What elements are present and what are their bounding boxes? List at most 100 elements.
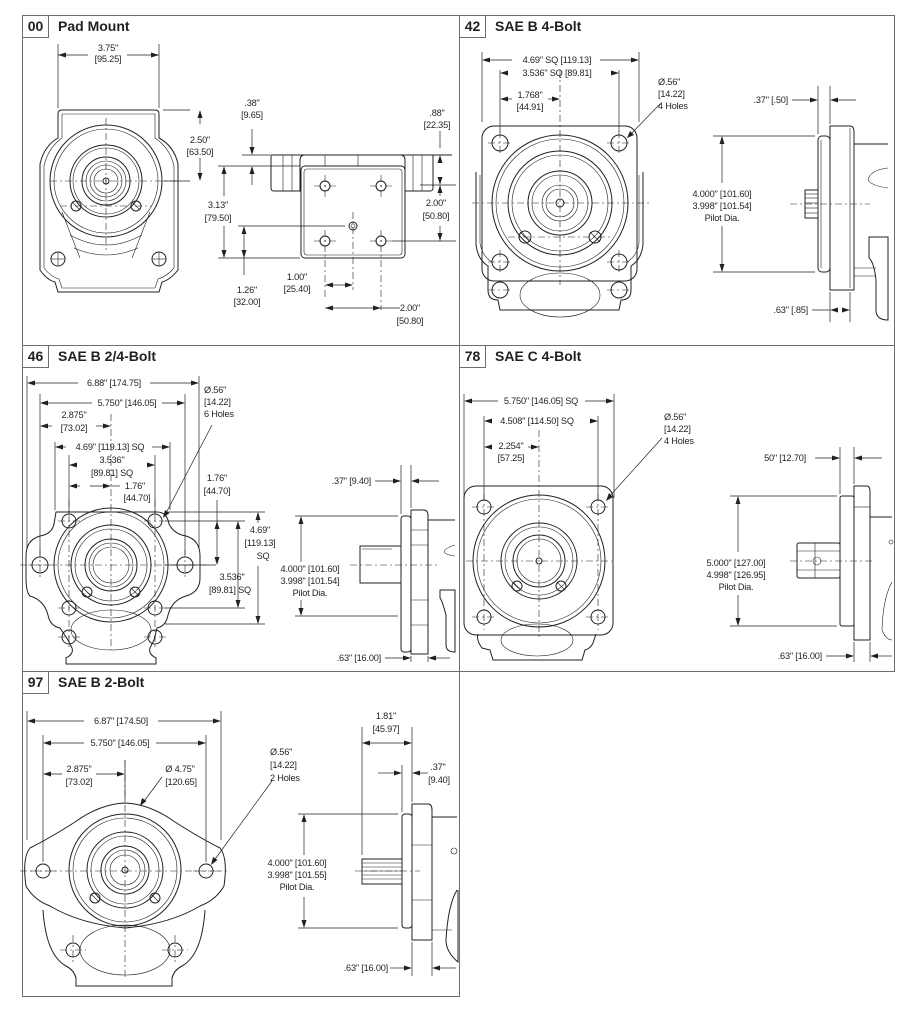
frame-col-divider <box>459 15 461 997</box>
dim-hole-vspacing-mm: [50.80] <box>423 211 450 221</box>
dim-pilot-max: 4.000" [101.60] <box>692 189 751 199</box>
dim-pilot-label: Pilot Dia. <box>293 588 328 598</box>
dim-pilot-max: 5.000" [127.00] <box>706 558 765 568</box>
dim-overall: 6.87" [174.50] <box>94 716 148 726</box>
dim-flange-thk: .63" [16.00] <box>337 653 381 663</box>
hole-callout-count: 4 Holes <box>664 436 694 446</box>
dim-pilot-min: 3.998" [101.54] <box>692 201 751 211</box>
hole-callout-count: 6 Holes <box>204 409 234 419</box>
sae-b-2-4-bolt-front-dims <box>26 376 265 625</box>
pad-mount-side-view <box>270 154 452 310</box>
dim-overall: 6.88" [174.75] <box>87 378 141 388</box>
hole-callout-dia: Ø.56" <box>664 412 686 422</box>
sae-b-4-bolt-front-dims <box>481 52 661 138</box>
sae-b-4-bolt-side-view <box>790 125 889 321</box>
sae-b-2-bolt-side-view <box>355 803 459 964</box>
frame-left <box>22 15 24 997</box>
spline-shaft <box>804 189 819 219</box>
dim-half-bolt-in: 2.254" <box>498 441 523 451</box>
sae-b-2-bolt-front-dims <box>26 711 273 865</box>
dim-hole-hspacing-mm: [50.80] <box>397 316 424 326</box>
hole-callout-dia: Ø.56" <box>658 77 680 87</box>
hole-callout-mm: [14.22] <box>270 760 297 770</box>
panel-title: Pad Mount <box>58 18 130 34</box>
dim-half-sq-in: 1.76" <box>125 481 145 491</box>
panel-sae-b-2-4-bolt: 46 SAE B 2/4-Bolt <box>22 345 460 672</box>
dim-v-bolt-mm: [89.81] SQ <box>209 585 251 595</box>
dim-half-two-bolt-mm: [73.02] <box>66 777 93 787</box>
dim-half-bolt-mm: [44.91] <box>517 102 544 112</box>
dim-center-offset-mm: [32.00] <box>234 297 261 307</box>
dim-half-bolt-in: 1.768" <box>517 90 542 100</box>
dim-flange-dia-mm: [120.65] <box>165 777 197 787</box>
hole-callout-mm: [14.22] <box>658 89 685 99</box>
dim-bolt-sq: 4.508" [114.50] SQ <box>500 416 574 426</box>
dim-half-spacing-in: 1.00" <box>287 272 307 282</box>
dim-width-in: 3.75" <box>98 43 118 53</box>
dim-pilot-max: 4.000" [101.60] <box>267 858 326 868</box>
hole-callout-dia: Ø.56" <box>270 747 292 757</box>
dim-half-sq-mm: [44.70] <box>124 493 151 503</box>
dim-v-half-in: 1.76" <box>207 473 227 483</box>
frame-row1-divider <box>22 345 895 347</box>
pad-mount-front-dims <box>57 44 203 182</box>
panel-title: SAE B 2/4-Bolt <box>58 348 157 364</box>
hole-callout-count: 2 Holes <box>270 773 300 783</box>
panel-title: SAE B 2-Bolt <box>58 674 145 690</box>
dim-total-height-in: 3.13" <box>208 200 228 210</box>
dim-pad-offset-in: .38" <box>244 98 259 108</box>
panel-title: SAE C 4-Bolt <box>495 348 582 364</box>
sae-c-4-bolt-side-dims <box>730 447 892 662</box>
sae-b-4-bolt-front-view <box>472 70 650 318</box>
dim-pilot-label: Pilot Dia. <box>705 213 740 223</box>
hole-callout-mm: [14.22] <box>664 424 691 434</box>
sae-b-2-4-bolt-side-dims <box>295 465 450 662</box>
dim-flange-thk: .63" [.85] <box>774 305 808 315</box>
dim-pad-depth-in: .88" <box>429 108 444 118</box>
dim-height-in: 2.50" <box>190 135 210 145</box>
dim-outer-sq: 4.69" [119.13] SQ <box>76 442 145 452</box>
dim-pilot-label: Pilot Dia. <box>280 882 315 892</box>
dim-v-outer-sq: SQ <box>257 551 270 561</box>
dim-pilot-label: Pilot Dia. <box>719 582 754 592</box>
sae-c-4-bolt-side-view <box>790 485 894 641</box>
sae-c-4-bolt-front-dims <box>463 394 663 501</box>
hole-callout-mm: [14.22] <box>204 397 231 407</box>
dim-total-height-mm: [79.50] <box>205 213 232 223</box>
panel-code: 78 <box>459 345 486 368</box>
panel-code: 42 <box>459 15 486 38</box>
dim-pilot-depth: .37" [9.40] <box>332 476 371 486</box>
dim-pilot-min: 3.998" [101.55] <box>267 870 326 880</box>
dim-bolt-sq-in: 3.536" <box>99 455 124 465</box>
dim-height-mm: [63.50] <box>187 147 214 157</box>
dim-flange-dia-in: Ø 4.75" <box>165 764 194 774</box>
panel-sae-b-4-bolt: 42 SAE B 4-Bolt <box>459 15 895 346</box>
dim-v-outer-in: 4.69" <box>250 525 270 535</box>
panel-title: SAE B 4-Bolt <box>495 18 582 34</box>
dim-pilot-depth: 50" [12.70] <box>764 453 806 463</box>
hole-callout-count: 4 Holes <box>658 101 688 111</box>
dim-pad-depth-mm: [22.35] <box>424 120 451 130</box>
dim-hole-hspacing-in: 2.00" <box>400 303 420 313</box>
dim-flange-thk: .63" [16.00] <box>344 963 388 973</box>
sae-b-4-bolt-side-dims <box>713 86 856 322</box>
frame-row2-divider <box>22 671 895 673</box>
panel-sae-b-2-bolt: 97 SAE B 2-Bolt <box>22 671 460 997</box>
sae-b-2-bolt-front-view <box>20 760 230 987</box>
dim-half-bolt-mm: [57.25] <box>498 453 525 463</box>
panel-pad-mount: 00 Pad Mount <box>22 15 460 346</box>
pad-mount-side-dims <box>218 129 456 311</box>
dim-v-bolt-in: 3.536" <box>219 572 244 582</box>
dim-hole-vspacing-in: 2.00" <box>426 198 446 208</box>
dim-outer-sq: 5.750" [146.05] SQ <box>504 396 578 406</box>
pad-mount-front-view <box>39 109 180 293</box>
dim-pilot-depth: .37" [.50] <box>754 95 788 105</box>
sae-b-2-bolt-side-dims <box>298 727 456 976</box>
panel-code: 97 <box>22 671 49 694</box>
dim-pilot-min: 3.998" [101.54] <box>280 576 339 586</box>
dim-half-two-bolt-mm: [73.02] <box>61 423 88 433</box>
